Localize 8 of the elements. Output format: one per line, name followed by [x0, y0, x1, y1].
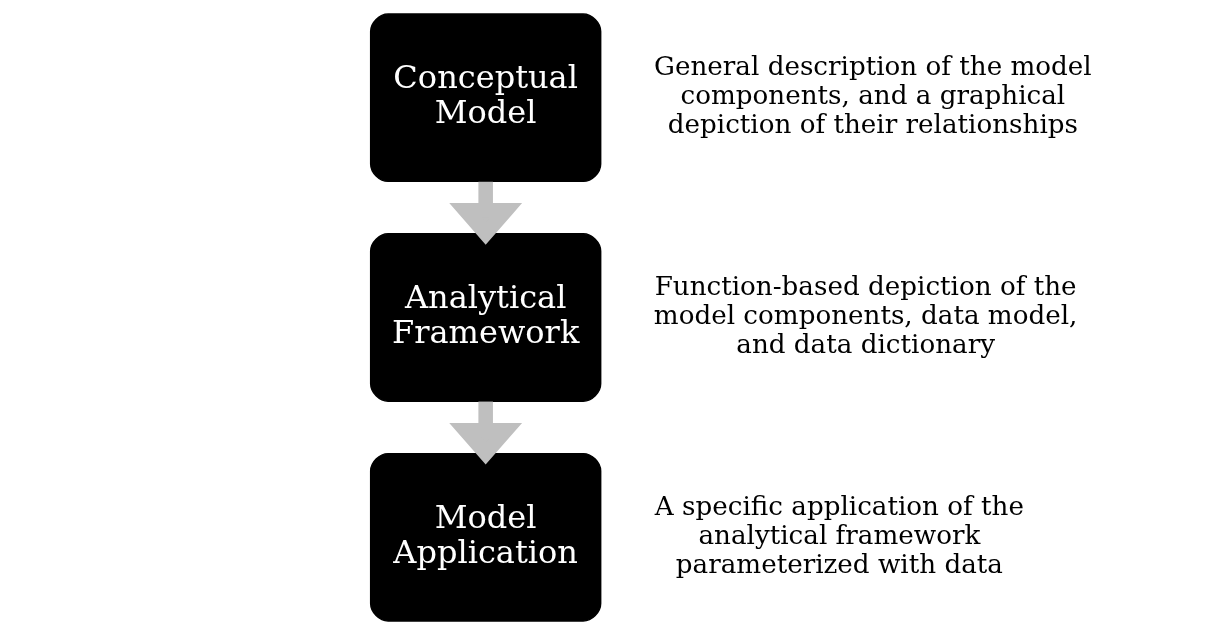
node-box: Conceptual Model [369, 13, 601, 183]
node-box: Analytical Framework [369, 233, 601, 402]
node-label: A specific application of the analytical framework parameterized with data [654, 490, 1024, 579]
arrow [448, 401, 522, 465]
arrow [448, 181, 522, 245]
node-box: Model Application [369, 452, 601, 622]
node-label: General description of the model components, and a graphical depiction of their relationships [653, 50, 1092, 140]
node-label: Function-based depiction of the model components, data model, and data dictionary [653, 270, 1077, 360]
